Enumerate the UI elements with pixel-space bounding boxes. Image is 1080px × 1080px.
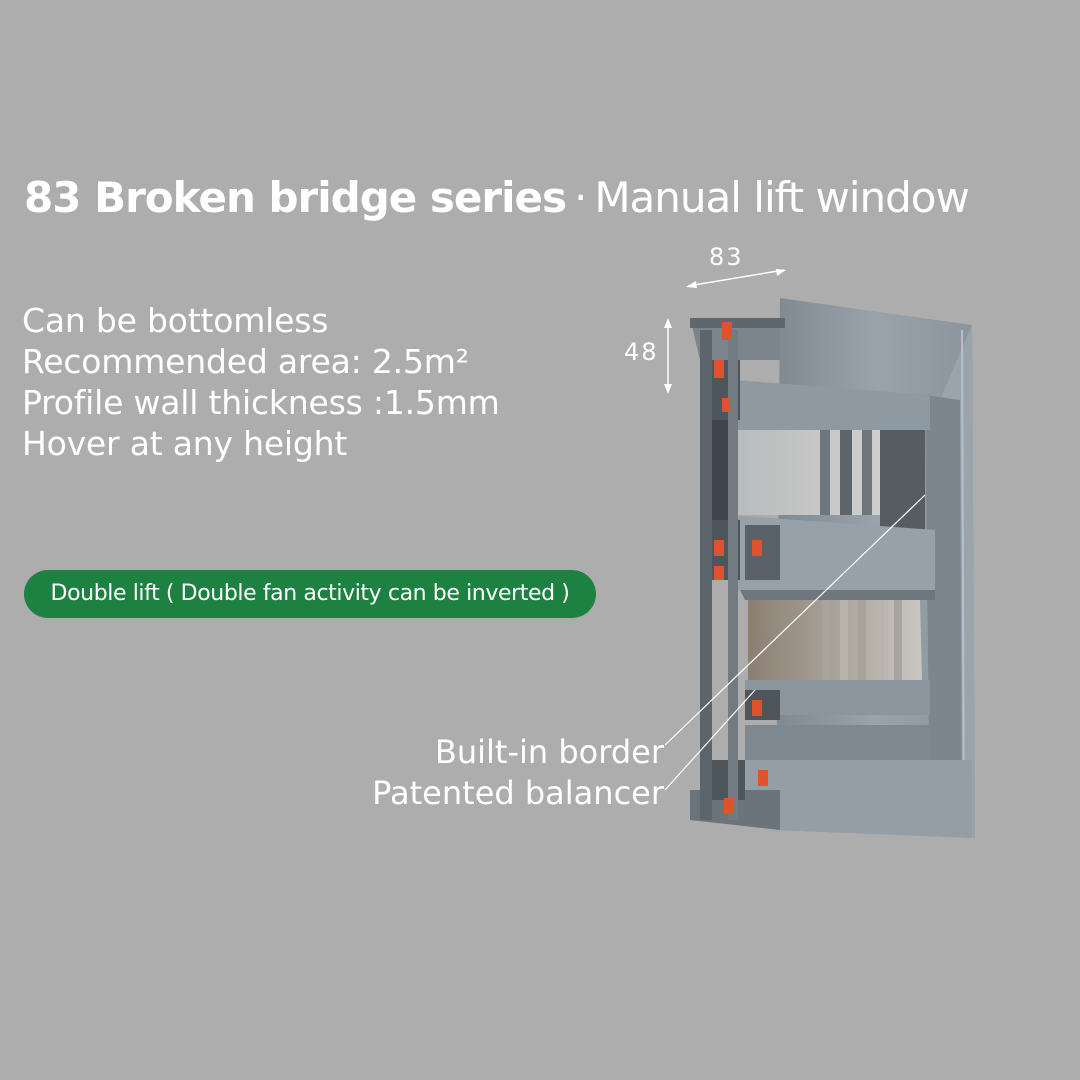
title-series: 83 Broken bridge series xyxy=(24,173,567,222)
callout-leader-lines xyxy=(664,494,926,791)
feature-callout: Built-in border Patented balancer xyxy=(372,732,664,814)
title-product: Manual lift window xyxy=(594,173,970,222)
feature-list: Can be bottomless Recommended area: 2.5m… xyxy=(22,300,500,464)
dimension-width-arrow xyxy=(686,269,786,288)
double-lift-badge: Double lift ( Double fan activity can be… xyxy=(24,570,596,618)
feature-item: Recommended area: 2.5m² xyxy=(22,342,469,381)
lower-rail xyxy=(745,680,930,760)
lower-glass xyxy=(748,600,922,680)
callout-built-in-border: Built-in border xyxy=(434,733,664,771)
side-profile-section xyxy=(700,330,738,820)
title-separator: · xyxy=(573,173,587,222)
feature-item: Hover at any height xyxy=(22,424,348,463)
dimension-height-label: 48 xyxy=(624,338,659,366)
feature-item: Can be bottomless xyxy=(22,301,329,340)
feature-item: Profile wall thickness :1.5mm xyxy=(22,383,500,422)
dimension-height-arrow xyxy=(664,318,672,394)
callout-patented-balancer: Patented balancer xyxy=(372,774,664,812)
thermal-break-strips xyxy=(714,322,768,814)
page-title: 83 Broken bridge series·Manual lift wind… xyxy=(24,168,970,228)
dimension-width-label: 83 xyxy=(709,243,744,271)
